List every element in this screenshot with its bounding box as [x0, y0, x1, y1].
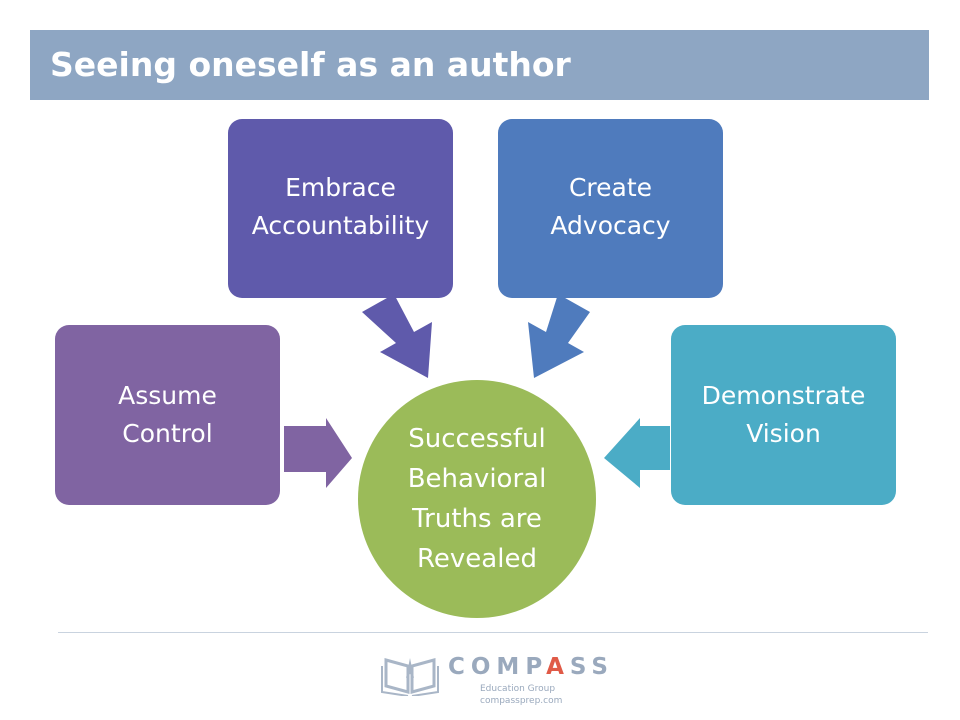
center-label-line: Truths are	[412, 504, 542, 534]
open-book-compass-icon	[381, 658, 439, 696]
center-label-line: Revealed	[417, 544, 537, 574]
logo-url: compassprep.com	[480, 696, 563, 706]
slide-title: Seeing oneself as an author	[50, 45, 571, 84]
arrow-demonstrate-vision	[604, 418, 670, 488]
node-label-line: Embrace	[285, 173, 396, 202]
center-label-line: Successful	[408, 424, 546, 454]
node-label-line: Demonstrate	[701, 381, 866, 410]
arrow-embrace-accountability	[362, 294, 432, 378]
logo-tagline: Education Group	[480, 684, 556, 694]
node-label-line: Accountability	[251, 211, 430, 240]
center-label-line: Behavioral	[407, 464, 547, 494]
arrow-create-advocacy	[528, 294, 590, 378]
node-label-line: Assume	[118, 381, 217, 410]
node-label-line: Control	[122, 419, 213, 448]
arrow-assume-control	[284, 418, 352, 488]
logo-wordmark: COMPASS	[448, 654, 614, 680]
title-bar: Seeing oneself as an author	[30, 30, 929, 100]
node-label-line: Advocacy	[550, 211, 671, 240]
compass-logo: COMPASS Education Group compassprep.com	[380, 652, 608, 712]
footer-divider	[58, 632, 928, 633]
node-label-line: Create	[568, 173, 653, 202]
node-label-line: Vision	[746, 419, 821, 448]
